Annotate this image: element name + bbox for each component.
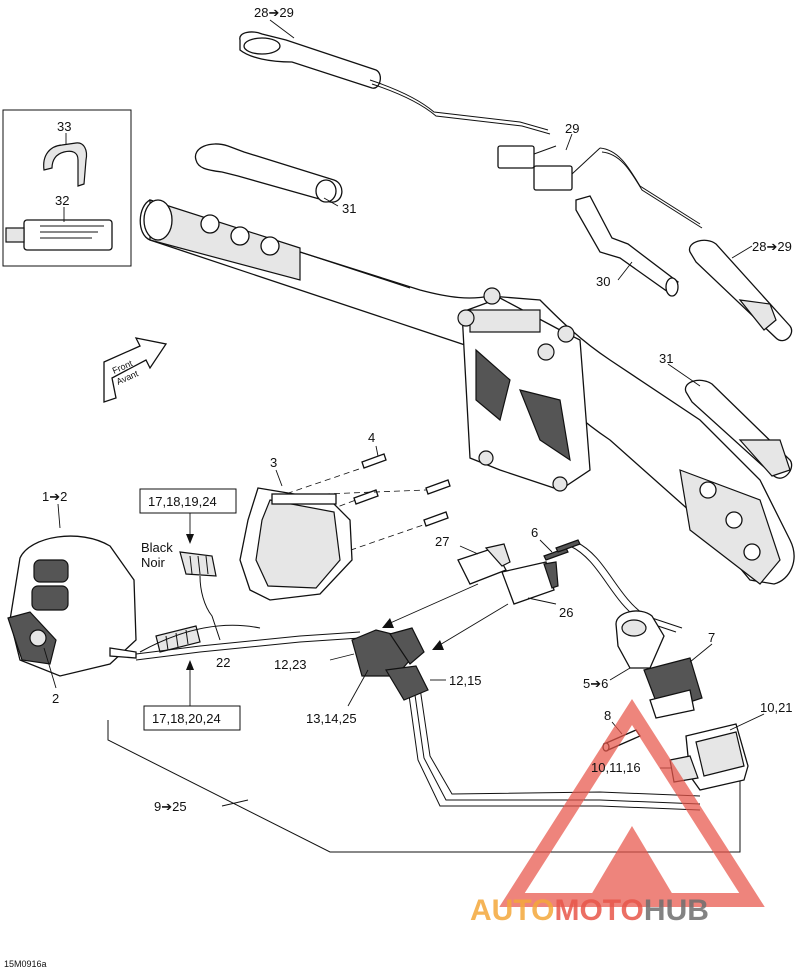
watermark-auto: AUTO [470, 894, 554, 927]
part-7-boot [643, 657, 703, 719]
arrow-line-27 [387, 583, 479, 625]
label-28-29-right: 28➔29 [752, 239, 792, 254]
part-12-15-connector-cluster [351, 627, 429, 701]
leader-31-top [323, 197, 339, 207]
front-direction-arrow [103, 337, 168, 403]
arrow-26 [432, 640, 444, 650]
part-4-screws [353, 453, 451, 527]
part-riser-block [457, 287, 591, 492]
leader-4 [375, 445, 379, 457]
part-10-21-connector-block [669, 723, 749, 791]
part-26-connector [501, 561, 559, 605]
label-10-11-16: 10,11,16 [591, 760, 641, 775]
dash-screw-a [267, 467, 363, 501]
dash-screw-d [323, 489, 427, 495]
part-31-grip-sleeve-right [684, 379, 793, 479]
watermark-moto: MOTO [554, 894, 643, 927]
box-17-18-19-24 [139, 488, 237, 514]
label-7: 7 [708, 630, 715, 645]
label-26: 26 [559, 605, 573, 620]
leader-3 [275, 469, 283, 487]
arrow-box-top [186, 534, 194, 544]
part-handlebar-left-grip [143, 199, 301, 281]
label-32: 32 [55, 193, 69, 208]
label-27: 27 [435, 534, 449, 549]
dash-screw-c [321, 523, 427, 561]
leader-6 [539, 539, 553, 553]
leader-27 [459, 545, 479, 555]
label-28-29-top: 28➔29 [254, 5, 294, 20]
watermark-logo [499, 698, 765, 907]
label-5-6: 5➔6 [583, 676, 608, 691]
label-box-17-18-19-24: 17,18,19,24 [148, 494, 217, 509]
leader-13-14-25 [347, 669, 369, 707]
label-4: 4 [368, 430, 375, 445]
leader-10-21 [729, 713, 765, 731]
leader-5-6 [609, 667, 631, 681]
part-28-29-grip-heater-top [239, 31, 551, 135]
label-31-top: 31 [342, 201, 356, 216]
label-6: 6 [531, 525, 538, 540]
leader-7 [689, 643, 713, 663]
part-33-clip [43, 142, 88, 187]
leader-31-right [667, 363, 701, 387]
label-12-15: 12,15 [449, 673, 482, 688]
leader-1-2 [57, 503, 61, 529]
part-5-6-sensor [615, 610, 665, 669]
part-27-connector [457, 543, 511, 585]
label-29: 29 [565, 121, 579, 136]
part-31-grip-sleeve-top [194, 143, 343, 203]
part-28-29-grip-heater-right [688, 239, 793, 342]
leader-12-23 [329, 653, 355, 661]
part-1-2-switch-housing [7, 535, 137, 677]
label-33: 33 [57, 119, 71, 134]
label-13-14-25: 13,14,25 [306, 711, 357, 726]
part-22-wiring-harness [107, 541, 741, 853]
leader-29 [565, 133, 573, 151]
leader-28-29-top [269, 19, 295, 39]
part-32-grease-tube [5, 219, 113, 251]
label-black: Black [141, 540, 173, 555]
leader-26 [527, 597, 557, 605]
label-30: 30 [596, 274, 610, 289]
label-1-2: 1➔2 [42, 489, 67, 504]
arrow-27 [382, 618, 394, 628]
label-12-23: 12,23 [274, 657, 307, 672]
label-box-17-18-20-24: 17,18,20,24 [152, 711, 221, 726]
leader-30 [617, 261, 633, 281]
label-8: 8 [604, 708, 611, 723]
label-10-21: 10,21 [760, 700, 793, 715]
part-6-pins [543, 539, 581, 561]
leader-28-29-right [731, 245, 753, 259]
part-29-connectors [497, 145, 703, 229]
part-handlebar-right-grip [679, 469, 781, 585]
label-22: 22 [216, 655, 230, 670]
box-17-18-20-24 [143, 705, 241, 731]
part-black-connector [179, 551, 221, 641]
watermark-hub: HUB [644, 894, 709, 927]
part-3-housing-cover [239, 487, 353, 601]
arrow-line-26 [437, 603, 509, 647]
figure-code: 15M0916a [4, 959, 47, 969]
watermark-text: AUTOMOTOHUB [470, 894, 709, 927]
arrow-box-bottom [186, 660, 194, 670]
label-2: 2 [52, 691, 59, 706]
label-noir: Noir [141, 555, 166, 570]
label-3: 3 [270, 455, 277, 470]
part-30-tube [575, 195, 679, 297]
leader-9-25 [221, 799, 249, 807]
label-9-25: 9➔25 [154, 799, 187, 814]
label-31-right: 31 [659, 351, 673, 366]
leader-2 [43, 647, 57, 689]
